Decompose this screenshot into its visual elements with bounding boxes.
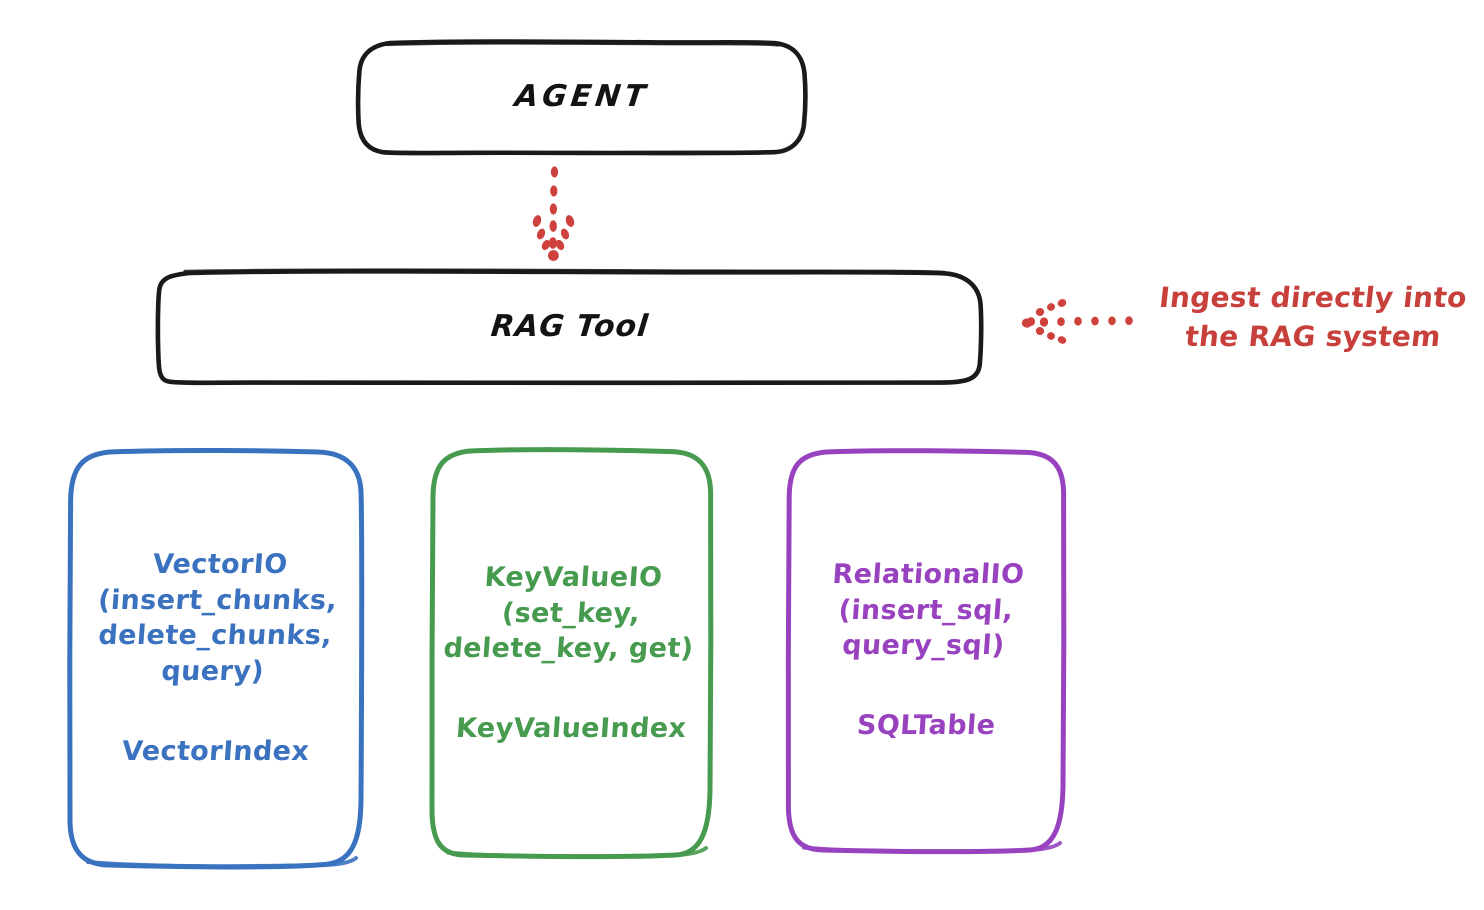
agent-label: AGENT: [512, 79, 652, 115]
rag-tool-box-sketch-overstroke: [183, 268, 946, 274]
agent-to-rag-dotted-arrow: [532, 166, 575, 261]
agent-box-sketch-overstroke: [385, 41, 780, 47]
relational-io-box-sketch-bottomstroke: [802, 841, 1062, 854]
ingest-annotation-line-1: Ingest directly into: [1157, 281, 1469, 314]
rag-tool-label: RAG Tool: [488, 309, 651, 345]
vector-io-api-label: VectorIO (insert_chunks, delete_chunks, …: [96, 549, 338, 688]
ingest-annotation: Ingest directly into the RAG system: [1148, 279, 1478, 356]
ingest-annotation-line-2: the RAG system: [1183, 319, 1443, 353]
key-value-io-api-label: KeyValueIO (set_key, delete_key, get): [442, 562, 695, 665]
vector-io-node[interactable]: VectorIO (insert_chunks, delete_chunks, …: [70, 450, 362, 866]
agent-node[interactable]: AGENT: [358, 42, 806, 153]
vector-index-label: VectorIndex: [121, 735, 311, 767]
rag-tool-node[interactable]: RAG Tool: [158, 272, 981, 383]
rag-tool-box-sketch-bottomstroke: [173, 380, 950, 385]
relational-io-node[interactable]: RelationalIO (insert_sql, query_sql) SQL…: [788, 450, 1064, 850]
sql-table-label: SQLTable: [855, 709, 997, 741]
key-value-io-node[interactable]: KeyValueIO (set_key, delete_key, get) Ke…: [432, 450, 710, 856]
key-value-io-box-sketch-bottomstroke: [446, 846, 708, 859]
relational-io-api-label: RelationalIO (insert_sql, query_sql): [831, 559, 1026, 662]
ingest-to-rag-dotted-arrow: [1021, 299, 1133, 344]
key-value-index-label: KeyValueIndex: [454, 712, 688, 744]
vector-io-box-sketch-bottomstroke: [86, 856, 358, 869]
agent-box-sketch-bottomstroke: [379, 149, 779, 155]
